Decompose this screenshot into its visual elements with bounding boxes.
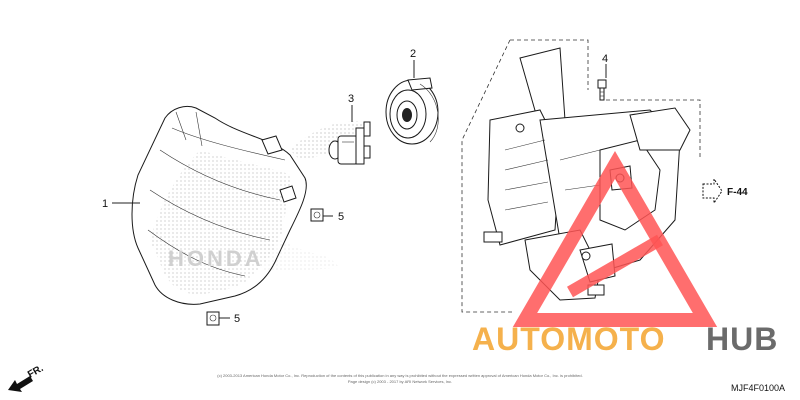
watermark-automoto: AUTOMOTO (472, 321, 665, 357)
headlight-assembly: HONDA (131, 105, 365, 305)
front-direction: FR. (8, 363, 46, 392)
reference-arrow-icon (702, 177, 723, 205)
reference-f44[interactable]: F-44 (702, 177, 748, 205)
callout-5-upper: 5 (338, 211, 344, 223)
svg-text:HONDA: HONDA (168, 246, 264, 271)
copyright-line-1: (c) 2003-2013 American Honda Motor Co., … (217, 373, 583, 378)
headlight-stay (461, 39, 701, 313)
callout-3: 3 (348, 93, 354, 105)
reference-label: F-44 (727, 187, 748, 198)
watermark-hub: HUB (706, 321, 778, 357)
callout-1: 1 (102, 198, 108, 210)
clip-nut-upper (310, 208, 324, 222)
callout-5-lower: 5 (234, 313, 240, 325)
copyright-line-2: Page design (c) 2003 - 2017 by ARI Netwo… (348, 379, 452, 384)
front-label: FR. (26, 363, 46, 381)
watermark: AUTOMOTO HUB (472, 151, 778, 357)
dust-cover (385, 77, 439, 145)
clip-nut-lower (206, 311, 220, 326)
diagram-code: MJF4F0100A (731, 383, 785, 393)
callout-4: 4 (602, 53, 608, 65)
front-arrow-icon (8, 376, 33, 392)
bolt (597, 79, 607, 101)
headlight-bulb (328, 121, 371, 165)
leader-lines (112, 60, 607, 319)
callout-2: 2 (410, 48, 416, 60)
